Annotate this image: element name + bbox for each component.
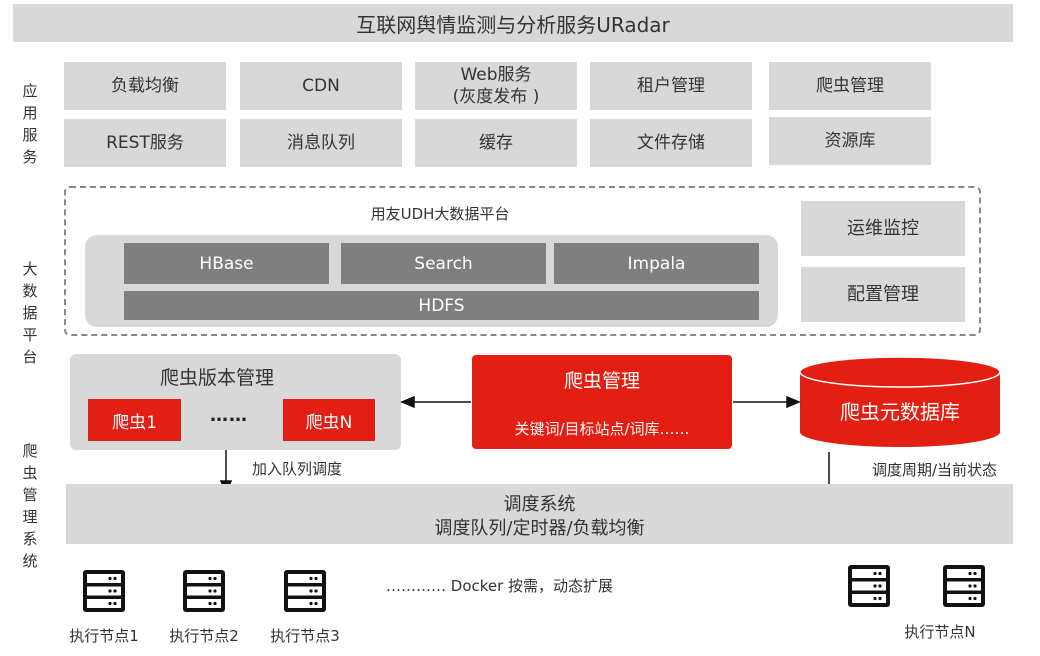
app-service-rest: REST服务 [64,119,226,167]
side-label-app-services: 应用服务 [22,82,38,166]
bigdata-ops-monitor: 运维监控 [801,201,965,256]
app-service-web: Web服务 (灰度发布 ) [415,62,577,110]
crawler-mgmt-subtitle: 关键词/目标站点/词库…… [514,420,690,438]
side-label-bigdata: 大数据平台 [22,260,38,366]
bigdata-search: Search [341,243,546,284]
scheduler-panel [66,484,1013,544]
exec-node-1-label: 执行节点1 [69,627,139,645]
crawler-mgmt-title: 爬虫管理 [563,370,640,392]
crawler-meta-db-cylinder [799,356,1001,447]
app-service-load-balance: 负载均衡 [64,62,226,110]
server-icon [83,565,985,612]
exec-node-3-label: 执行节点3 [270,627,340,645]
scheduler-title: 调度系统 [503,494,576,515]
app-service-cdn: CDN [240,62,402,110]
exec-node-n-label: 执行节点N [904,623,976,641]
bigdata-hbase: HBase [124,243,329,284]
exec-node-2-label: 执行节点2 [169,627,239,645]
crawler-1: 爬虫1 [88,399,181,441]
bigdata-platform-frame [64,186,981,336]
app-service-mq: 消息队列 [240,119,402,167]
crawler-version-mgmt-title: 爬虫版本管理 [160,367,275,389]
scheduler-subtitle: 调度队列/定时器/负载均衡 [434,518,645,539]
app-service-file-storage: 文件存储 [590,119,752,167]
bigdata-platform-label: 用友UDH大数据平台 [370,205,510,223]
docker-note: ………… Docker 按需，动态扩展 [386,577,614,595]
diagram-title: 互联网舆情监测与分析服务URadar [13,4,1013,42]
bigdata-impala: Impala [554,243,759,284]
bigdata-config-mgmt: 配置管理 [801,267,965,322]
queue-schedule-label: 加入队列调度 [252,460,343,478]
app-service-cache: 缓存 [415,119,577,167]
schedule-cycle-label: 调度周期/当前状态 [872,461,998,479]
app-service-resource-lib: 资源库 [769,117,931,165]
app-service-tenant: 租户管理 [590,62,752,110]
app-service-crawler-mgmt: 爬虫管理 [769,62,931,110]
crawler-ellipsis: …… [210,405,248,426]
crawler-mgmt-panel [472,355,732,449]
crawler-n: 爬虫N [283,399,375,441]
side-label-crawler-system: 爬虫管理系统 [22,442,38,570]
crawler-meta-db-label: 爬虫元数据库 [840,400,960,424]
bigdata-hdfs: HDFS [124,291,759,320]
